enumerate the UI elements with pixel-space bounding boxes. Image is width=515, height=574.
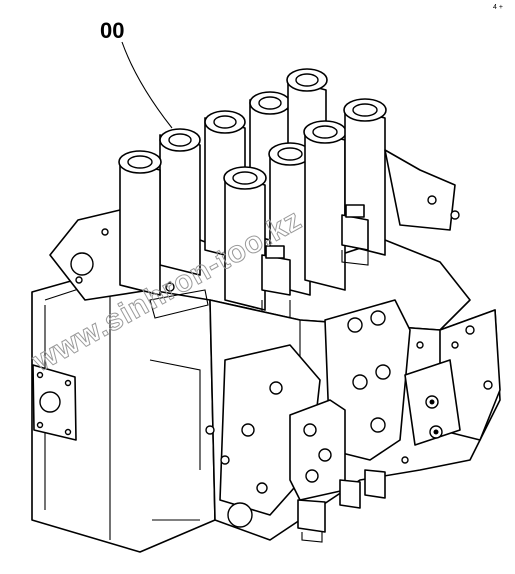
lower-small-block [289,399,346,501]
corner-mark: 4 + [493,4,503,11]
callout-leader-line [121,41,173,129]
control-valve-assembly [31,68,501,553]
hex-adjuster-left [261,245,291,319]
upper-right-block [384,149,456,231]
manifold-holes [205,341,459,465]
hex-adjuster-right [341,204,369,266]
bottom-spools [297,469,386,543]
side-port [39,391,61,413]
callout-label: 00 [100,18,124,43]
